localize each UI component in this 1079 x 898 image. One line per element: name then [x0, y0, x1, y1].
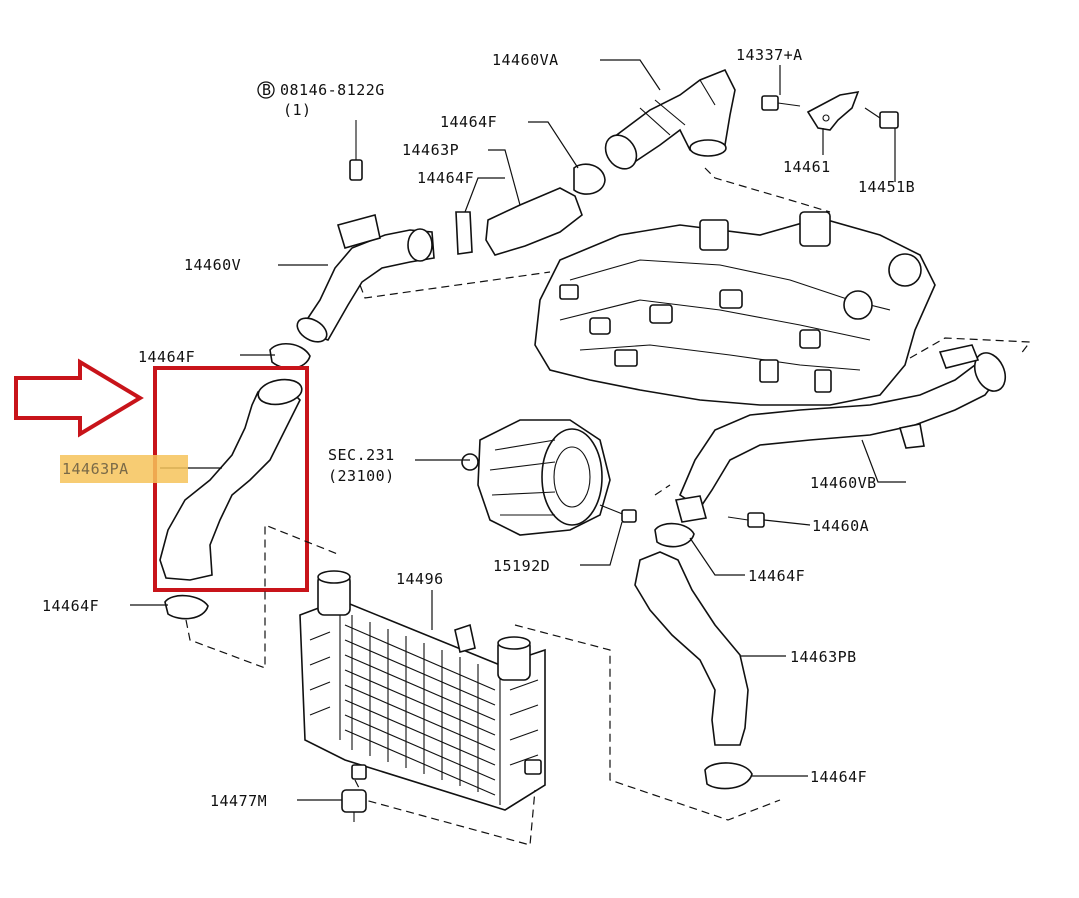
part-14464F-clamp-bottom-right [704, 762, 753, 790]
label-14464F-right: 14464F [748, 567, 805, 585]
part-sec231-alternator [461, 419, 637, 536]
part-14460A-bolt [727, 512, 765, 528]
label-14460VB: 14460VB [810, 474, 877, 492]
part-14464F-clamp-right [654, 522, 695, 548]
guide-line-right [514, 624, 781, 821]
bolt-circle-icon [257, 81, 275, 99]
label-14463PB: 14463PB [790, 648, 857, 666]
label-14477M: 14477M [210, 792, 267, 810]
bolt-reference: B 08146-8122G (1) [257, 81, 385, 119]
label-14451B: 14451B [858, 178, 915, 196]
part-14460V-pipe [296, 120, 435, 343]
label-highlight-marker [60, 455, 188, 483]
label-14337A: 14337+A [736, 46, 803, 64]
cylinder-head-assembly [359, 211, 936, 406]
part-14460VB-pipe [654, 337, 1032, 523]
leader-lines [130, 59, 906, 801]
part-14463P-hose [455, 163, 606, 256]
label-14460V: 14460V [184, 256, 241, 274]
label-14464F-top2: 14464F [417, 169, 474, 187]
label-14463P: 14463P [402, 141, 459, 159]
part-14464F-clamp-upper-left [269, 343, 311, 369]
part-14463PA-hose [159, 378, 303, 581]
label-14464F-left: 14464F [138, 348, 195, 366]
label-sec231: SEC.231 [328, 446, 395, 464]
label-14460VA: 14460VA [492, 51, 559, 69]
part-14477M-mount [341, 789, 367, 822]
label-14464F-lower-left: 14464F [42, 597, 99, 615]
label-14496: 14496 [396, 570, 444, 588]
label-15192D: 15192D [493, 557, 550, 575]
part-14461-bracket [761, 90, 899, 131]
part-14460VA [604, 68, 831, 213]
label-14463PA: 14463PA [62, 460, 129, 478]
label-bolt-ref: 08146-8122G [280, 81, 385, 99]
part-14496-intercooler [299, 570, 546, 811]
bolt-circle-letter: B [262, 81, 272, 99]
label-14460A: 14460A [812, 517, 869, 535]
guide-line-bottom [354, 779, 536, 846]
pointer-arrow [14, 358, 144, 438]
part-14464F-clamp-lower-left [164, 594, 209, 620]
label-14461: 14461 [783, 158, 831, 176]
label-23100: (23100) [328, 467, 395, 485]
part-14463PB-hose [634, 551, 749, 746]
label-14464F-bottom-right: 14464F [810, 768, 867, 786]
guide-line-left [185, 524, 341, 669]
label-14464F-top1: 14464F [440, 113, 497, 131]
label-bolt-qty: (1) [283, 101, 312, 119]
